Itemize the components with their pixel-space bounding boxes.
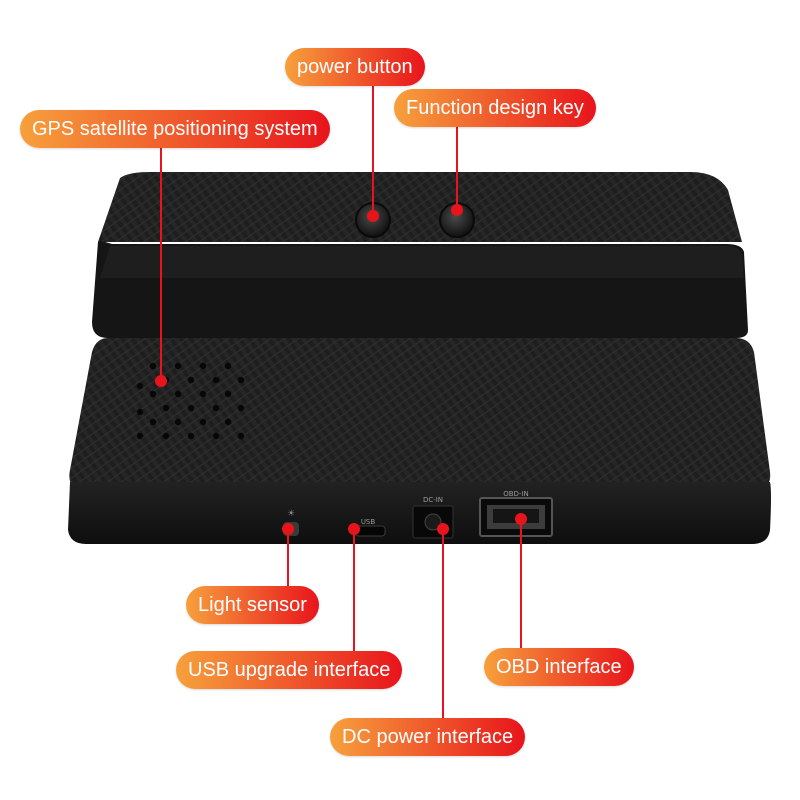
grille-hole	[199, 390, 207, 398]
grille-hole	[224, 362, 232, 370]
grille-hole	[174, 418, 182, 426]
grille-hole	[136, 432, 144, 440]
obd-port-label: OBD-IN	[503, 490, 529, 498]
grille-hole	[136, 408, 144, 416]
grille-hole	[136, 382, 144, 390]
grille-hole	[187, 432, 195, 440]
grille-hole	[149, 418, 157, 426]
callout-dc: DC power interface	[330, 718, 526, 756]
callout-obd: OBD interface	[484, 648, 634, 686]
grille-hole	[199, 362, 207, 370]
grille-hole	[162, 404, 170, 412]
callout-light-sensor: Light sensor	[186, 586, 319, 624]
grille-hole	[237, 376, 245, 384]
usb-port-label: USB	[361, 518, 376, 526]
grille-hole	[224, 390, 232, 398]
grille-hole	[174, 362, 182, 370]
dot-dc	[437, 523, 449, 535]
device-base-top	[69, 338, 771, 490]
sun-icon: ☀	[287, 508, 295, 518]
grille-hole	[212, 376, 220, 384]
grille-hole	[149, 362, 157, 370]
dot-function	[451, 204, 463, 216]
grille-hole	[199, 418, 207, 426]
grille-hole	[212, 404, 220, 412]
dot-gps	[155, 375, 167, 387]
grille-hole	[187, 404, 195, 412]
dot-power	[367, 210, 379, 222]
grille-hole	[149, 390, 157, 398]
grille-hole	[162, 432, 170, 440]
dot-obd	[515, 513, 527, 525]
callout-gps: GPS satellite positioning system	[20, 110, 330, 148]
device-back-block	[98, 172, 742, 242]
callout-function-key: Function design key	[394, 89, 596, 127]
dc-port-label: DC-IN	[423, 496, 443, 504]
grille-hole	[237, 432, 245, 440]
grille-hole	[187, 376, 195, 384]
grille-hole	[237, 404, 245, 412]
dot-light	[282, 523, 294, 535]
grille-hole	[212, 432, 220, 440]
callout-usb: USB upgrade interface	[176, 651, 403, 689]
grille-hole	[174, 390, 182, 398]
callout-power-button: power button	[285, 48, 425, 86]
dot-usb	[348, 523, 360, 535]
gps-grille	[136, 362, 245, 440]
grille-hole	[224, 418, 232, 426]
